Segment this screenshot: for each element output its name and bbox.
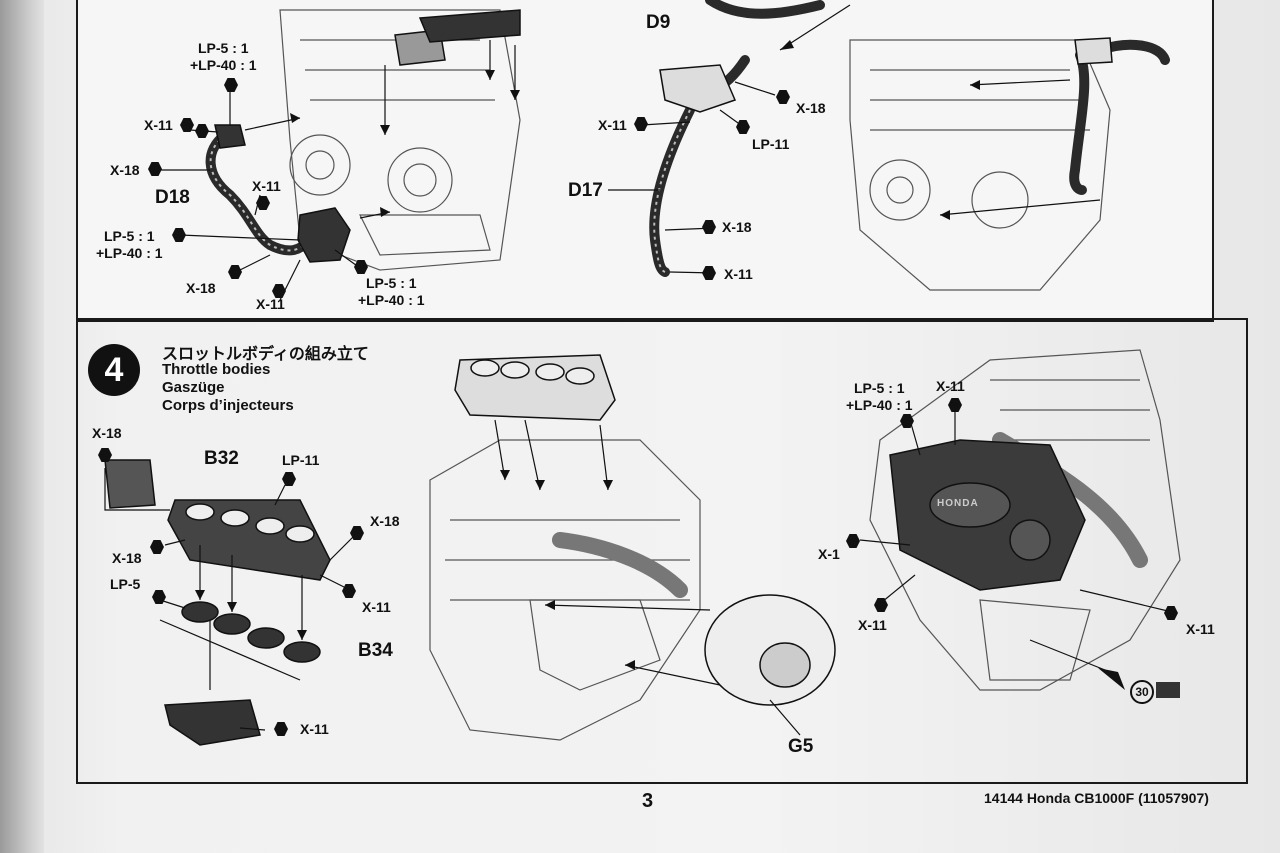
screw-hex-icon (354, 260, 368, 274)
screw-hex-icon (224, 78, 238, 92)
screw-hex-icon (350, 526, 364, 540)
callout-x18-e: X-18 (92, 425, 122, 441)
screw-hex-icon (256, 196, 270, 210)
screw-hex-icon (180, 118, 194, 132)
step-title-japanese: スロットルボディの組み立て (162, 346, 369, 363)
callout-x11-d: X-11 (598, 117, 627, 133)
screw-hex-icon (776, 90, 790, 104)
callout-x18-a: X-18 (110, 162, 140, 178)
callout-x18-d: X-18 (722, 219, 752, 235)
screw-hex-icon (702, 220, 716, 234)
callout-x11-f: X-11 (362, 599, 391, 615)
callout-lp11-a: LP-11 (752, 136, 790, 152)
binding-spine (0, 0, 44, 853)
screw-hex-icon (282, 472, 296, 486)
screw-hex-icon (172, 228, 186, 242)
part-label-d18: D18 (155, 187, 190, 208)
callout-lp5-lp40-d: LP-5 : 1 +LP-40 : 1 (846, 380, 913, 413)
callout-x11-h: X-11 (936, 378, 965, 394)
callout-x11-a: X-11 (144, 117, 173, 133)
screw-hex-icon (148, 162, 162, 176)
callout-x18-g: X-18 (112, 550, 142, 566)
callout-x18-f: X-18 (370, 513, 400, 529)
step-number-badge: 4 (88, 344, 140, 396)
part-label-g5: G5 (788, 736, 814, 757)
screw-hex-icon (702, 266, 716, 280)
callout-x11-i: X-11 (858, 617, 887, 633)
screw-hex-icon (342, 584, 356, 598)
assembly-panel-step4 (76, 318, 1248, 784)
screw-hex-icon (150, 540, 164, 554)
assembly-panel-top (76, 0, 1214, 322)
step-title-german: Gaszüge (162, 379, 225, 396)
callout-x11-b: X-11 (252, 178, 281, 194)
callout-x18-c: X-18 (796, 100, 826, 116)
part-label-d9: D9 (646, 12, 671, 33)
callout-x18-b: X-18 (186, 280, 216, 296)
callout-x11-j: X-11 (1186, 621, 1215, 637)
screw-hex-icon (152, 590, 166, 604)
step-title-french: Corps d’injecteurs (162, 397, 294, 414)
callout-lp5-lp40-c: LP-5 : 1 +LP-40 : 1 (358, 275, 425, 308)
screw-hex-icon (272, 284, 286, 298)
screw-hex-icon (736, 120, 750, 134)
page-number: 3 (642, 790, 654, 812)
callout-x1: X-1 (818, 546, 840, 562)
part-label-b34: B34 (358, 640, 393, 661)
product-code: 14144 Honda CB1000F (11057907) (984, 790, 1209, 806)
callout-lp5-lp40-a: LP-5 : 1 +LP-40 : 1 (190, 40, 257, 73)
part-label-b32: B32 (204, 448, 239, 469)
callout-lp5-lp40-b: LP-5 : 1 +LP-40 : 1 (96, 228, 163, 261)
callout-lp11-b: LP-11 (282, 452, 320, 468)
honda-badge: HONDA (937, 498, 979, 509)
screw-hex-icon (900, 414, 914, 428)
callout-x11-c: X-11 (256, 296, 285, 312)
screw-hex-icon (634, 117, 648, 131)
screw-hex-icon (1164, 606, 1178, 620)
screw-hex-icon (274, 722, 288, 736)
screw-hex-icon (98, 448, 112, 462)
screw-hex-icon (228, 265, 242, 279)
screw-hex-icon (948, 398, 962, 412)
screw-hex-icon (846, 534, 860, 548)
screw-hex-icon (195, 124, 209, 138)
paint-chip-icon (1156, 682, 1180, 698)
callout-x11-e: X-11 (724, 266, 753, 282)
callout-x11-g: X-11 (300, 721, 329, 737)
reference-step-number: 30 (1130, 680, 1154, 704)
step-title-english: Throttle bodies (162, 361, 271, 378)
part-label-d17: D17 (568, 180, 603, 201)
callout-lp5: LP-5 (110, 576, 141, 592)
screw-hex-icon (874, 598, 888, 612)
